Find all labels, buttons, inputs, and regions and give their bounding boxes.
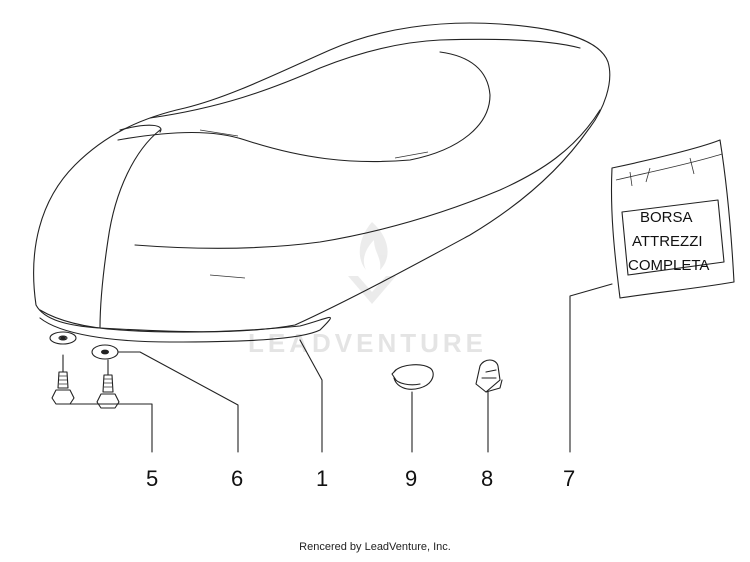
leader-line-7 — [569, 283, 613, 453]
washer-drawing — [60, 336, 119, 360]
screw-drawing — [49, 331, 120, 409]
clip-drawing — [475, 359, 503, 393]
callout-7: 7 — [563, 466, 575, 491]
tool-bag-label-line-1: BORSA — [640, 209, 693, 226]
tool-bag-drawing: BORSA ATTREZZI COMPLETA — [610, 139, 735, 299]
watermark-chevron-icon — [348, 276, 396, 304]
callout-9: 9 — [405, 466, 417, 491]
render-credit: Rencered by LeadVenture, Inc. — [299, 541, 451, 553]
callout-8: 8 — [481, 466, 493, 491]
tool-bag-label-line-2: ATTREZZI — [632, 233, 703, 250]
leader-line-6 — [117, 351, 239, 453]
leader-line-5 — [67, 403, 153, 453]
tool-bag-label-line-3: COMPLETA — [628, 257, 709, 274]
watermark-flame-icon — [359, 222, 388, 270]
callout-6: 6 — [231, 466, 243, 491]
seat-drawing — [33, 22, 611, 343]
watermark-text: LEADVENTURE — [248, 328, 487, 358]
clamp-drawing — [391, 364, 434, 390]
leadventure-watermark: LEADVENTURE — [248, 222, 487, 358]
leader-lines — [67, 283, 613, 453]
callout-1: 1 — [316, 466, 328, 491]
callout-5: 5 — [146, 466, 158, 491]
leader-line-1 — [299, 339, 323, 453]
